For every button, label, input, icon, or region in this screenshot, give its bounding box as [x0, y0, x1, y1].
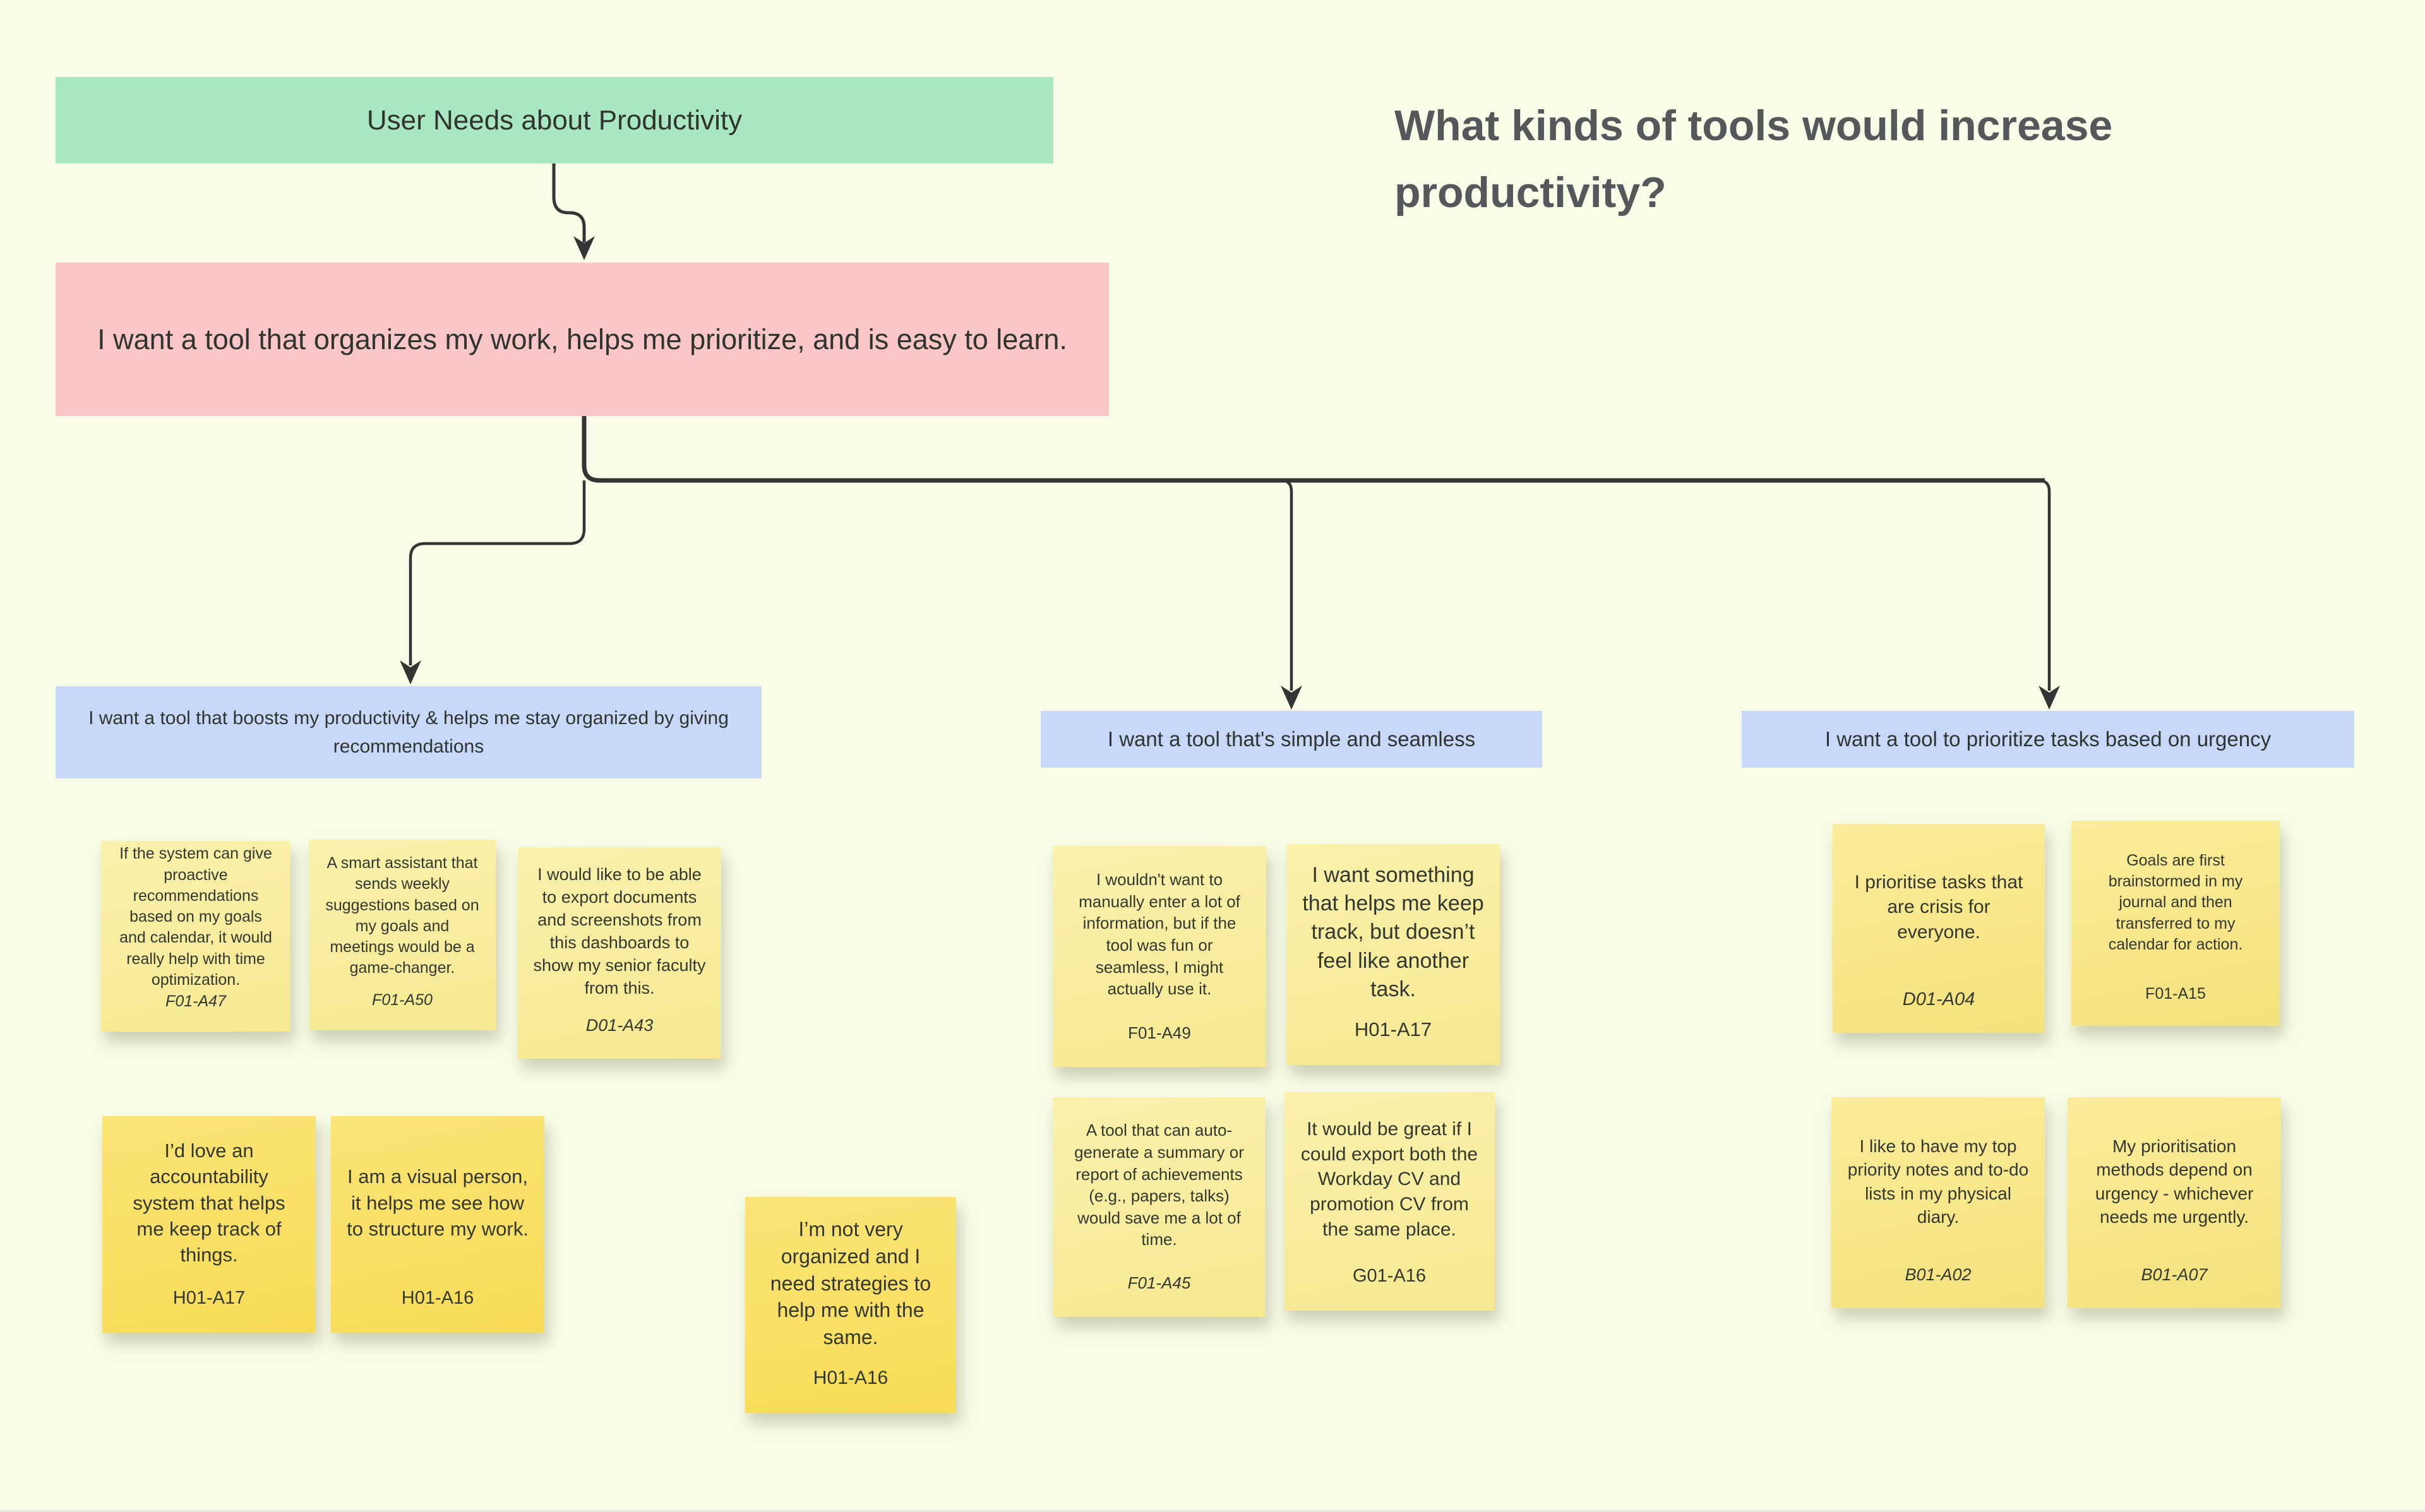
- note-id: G01-A16: [1352, 1265, 1427, 1286]
- question-heading-text: What kinds of tools would increase produ…: [1394, 102, 2113, 217]
- sticky-note[interactable]: I want something that helps me keep trac…: [1286, 844, 1500, 1065]
- note-id: F01-A45: [1127, 1273, 1191, 1292]
- connector-need-trunk[interactable]: [582, 416, 2045, 483]
- note-id: B01-A07: [2141, 1265, 2208, 1285]
- note-text: I’m not very organized and I need strate…: [770, 1218, 931, 1348]
- arrowhead-icon: [573, 236, 595, 260]
- connector-branch-cluster-2[interactable]: [1280, 479, 1302, 710]
- arrowhead-icon: [1281, 686, 1302, 710]
- arrowhead-icon: [400, 660, 421, 684]
- board-bottom-edge: [0, 1510, 2425, 1512]
- note-text: I’d love an accountability system that h…: [133, 1140, 285, 1266]
- note-text: I would like to be able to export docume…: [533, 865, 706, 997]
- root-node-label: User Needs about Productivity: [366, 104, 743, 136]
- note-text: I like to have my top priority notes and…: [1847, 1136, 2029, 1227]
- sticky-note[interactable]: My prioritisation methods depend on urge…: [2068, 1097, 2281, 1308]
- note-id: F01-A49: [1128, 1023, 1191, 1042]
- connector-branch-cluster-1[interactable]: [400, 480, 586, 684]
- arrowhead-icon: [2039, 686, 2060, 710]
- note-id: H01-A17: [172, 1288, 246, 1309]
- sticky-note[interactable]: I wouldn't want to manually enter a lot …: [1053, 846, 1266, 1067]
- note-text: A smart assistant that sends weekly sugg…: [325, 854, 479, 977]
- cluster-label-text: I want a tool that boosts my productivit…: [88, 708, 729, 757]
- note-text: I wouldn't want to manually enter a lot …: [1079, 870, 1240, 999]
- note-id: D01-A43: [585, 1016, 654, 1035]
- question-heading[interactable]: What kinds of tools would increase produ…: [1394, 92, 2234, 226]
- note-id: F01-A47: [165, 992, 226, 1010]
- note-id: H01-A16: [401, 1288, 474, 1309]
- sticky-note[interactable]: I would like to be able to export docume…: [518, 847, 721, 1059]
- sticky-note[interactable]: I’d love an accountability system that h…: [102, 1116, 316, 1333]
- cluster-label-text: I want a tool that's simple and seamless: [1107, 727, 1476, 751]
- note-text: It would be great if I could export both…: [1300, 1118, 1478, 1241]
- cluster-label-text: I want a tool to prioritize tasks based …: [1824, 727, 2272, 751]
- cluster-label-recommendations[interactable]: I want a tool that boosts my productivit…: [56, 686, 762, 778]
- note-id: B01-A02: [1905, 1265, 1972, 1285]
- note-id: D01-A04: [1902, 989, 1975, 1009]
- sticky-note[interactable]: I’m not very organized and I need strate…: [745, 1197, 956, 1413]
- note-id: F01-A15: [2145, 985, 2206, 1003]
- connector-root-to-need[interactable]: [552, 163, 595, 260]
- parent-need-label: I want a tool that organizes my work, he…: [97, 323, 1067, 355]
- note-text: I want something that helps me keep trac…: [1302, 862, 1484, 1001]
- note-text: I prioritise tasks that are crisis for e…: [1854, 871, 2023, 943]
- sticky-note[interactable]: A smart assistant that sends weekly sugg…: [309, 840, 496, 1030]
- connector-branch-cluster-3[interactable]: [2038, 479, 2060, 710]
- note-id: H01-A17: [1354, 1018, 1432, 1040]
- cluster-label-simple-seamless[interactable]: I want a tool that's simple and seamless: [1041, 711, 1542, 768]
- note-text: I am a visual person, it helps me see ho…: [347, 1165, 529, 1240]
- sticky-note[interactable]: I like to have my top priority notes and…: [1831, 1097, 2045, 1308]
- sticky-note[interactable]: I prioritise tasks that are crisis for e…: [1833, 824, 2045, 1033]
- note-text: If the system can give proactive recomme…: [119, 845, 272, 989]
- note-id: H01-A16: [813, 1367, 889, 1389]
- sticky-note[interactable]: A tool that can auto-generate a summary …: [1053, 1097, 1266, 1317]
- sticky-note[interactable]: Goals are first brainstormed in my journ…: [2071, 821, 2280, 1026]
- sticky-note[interactable]: I am a visual person, it helps me see ho…: [331, 1116, 544, 1333]
- note-text: Goals are first brainstormed in my journ…: [2108, 851, 2243, 953]
- sticky-note[interactable]: If the system can give proactive recomme…: [101, 841, 290, 1032]
- sticky-note[interactable]: It would be great if I could export both…: [1284, 1092, 1495, 1311]
- cluster-label-urgency[interactable]: I want a tool to prioritize tasks based …: [1742, 711, 2354, 768]
- note-text: My prioritisation methods depend on urge…: [2095, 1136, 2254, 1227]
- parent-need-node[interactable]: I want a tool that organizes my work, he…: [56, 263, 1109, 416]
- root-node[interactable]: User Needs about Productivity: [56, 77, 1053, 164]
- note-id: F01-A50: [372, 991, 433, 1009]
- note-text: A tool that can auto-generate a summary …: [1074, 1121, 1244, 1249]
